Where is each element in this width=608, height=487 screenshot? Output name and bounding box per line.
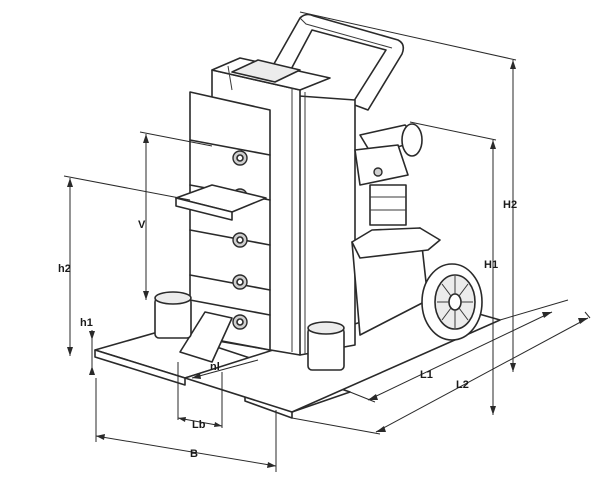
valve-body xyxy=(354,144,409,186)
label-L2: L2 xyxy=(456,379,469,391)
handle-bar xyxy=(261,13,405,111)
label-B: B xyxy=(190,448,198,460)
label-h2: h2 xyxy=(58,263,71,275)
wheel-hub xyxy=(448,293,462,311)
head-saddle xyxy=(231,59,301,83)
label-H1: H1 xyxy=(484,259,498,271)
jack-body xyxy=(175,57,356,363)
wheel xyxy=(421,263,483,341)
dimension-labels: H2 H1 V h2 h1 nl Lb B L1 L2 xyxy=(58,199,517,460)
pump-cylinder xyxy=(369,184,407,226)
label-H2: H2 xyxy=(503,199,517,211)
label-V: V xyxy=(138,219,146,231)
release-valve-icon xyxy=(373,167,383,177)
label-nl: nl xyxy=(210,361,220,373)
label-h1: h1 xyxy=(80,317,93,329)
label-Lb: Lb xyxy=(192,419,206,431)
pump-unit xyxy=(351,123,441,336)
bumpers xyxy=(154,291,345,371)
label-L1: L1 xyxy=(420,369,433,381)
claw-housing xyxy=(189,91,271,351)
dimension-lines xyxy=(63,11,591,472)
lower-toe xyxy=(179,311,233,363)
front-toe-plate-edge xyxy=(94,349,186,386)
handle xyxy=(261,13,405,111)
